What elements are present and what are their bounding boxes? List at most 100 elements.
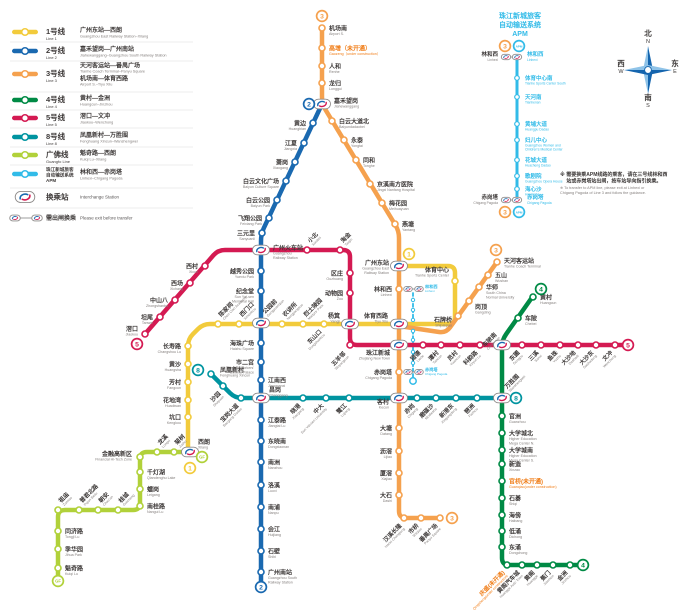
station-dot: [514, 314, 522, 322]
station-name-zh: 西朗: [198, 438, 210, 446]
station-dot: [436, 514, 444, 522]
station-name-en: Feixiang Park: [240, 222, 262, 226]
station-name-zh: 动物园: [325, 290, 343, 298]
station-dot: [498, 543, 506, 551]
legend-station-dot: [20, 46, 30, 56]
legend-desc-en: Tianhe Coach Terminal–Panyu Square: [80, 70, 145, 74]
station-name-en: Jiangnanxi: [268, 384, 285, 388]
legend-line-name-zh: 8号线: [46, 131, 66, 141]
legend-line-name-en: Guangfo Line: [46, 159, 71, 164]
station-dot: [574, 341, 582, 349]
station-name-en: Haibang: [509, 519, 522, 523]
station-name-en: Dongxiaonan: [268, 445, 289, 449]
station-name-en: Shibi: [268, 555, 276, 559]
apm-dot: [410, 297, 416, 303]
interchange-icon: [403, 369, 413, 375]
note-en: Chigang Pagoda of Line 3 and follow the …: [560, 191, 646, 195]
note-zh: ※ 需要换乘APM线路的乘客，请在三号线林和西: [560, 171, 667, 178]
station-name-en: Xinzao: [509, 468, 520, 472]
station-dot: [566, 561, 574, 569]
terminus-badge-2: 2: [254, 580, 268, 594]
apm-inset-title: 自动输送系统: [499, 20, 541, 29]
station-name-zh: 永泰: [350, 137, 364, 145]
station-name-en: Yantang: [402, 228, 415, 232]
station-dot: [345, 394, 353, 402]
station-name-zh: 天河客运站: [504, 257, 534, 265]
compass-letter: E: [673, 69, 677, 75]
station-dot: [549, 561, 557, 569]
station-dot: [54, 527, 62, 535]
station-dot: [395, 424, 403, 432]
legend-line-name-en: Line 5: [46, 122, 58, 127]
station-name-en: Sanyuanli: [239, 237, 255, 241]
badge-text: APM: [516, 210, 523, 214]
station-name-zh: 高增（未开通）: [329, 45, 371, 53]
station-dot: [265, 214, 273, 222]
station-name-en: Dongchong: [509, 551, 527, 555]
station-name-zh: 越秀公园: [229, 268, 254, 276]
station-name-en: Jiahewanggang: [334, 105, 359, 109]
station-name-en: Longgui: [329, 87, 342, 91]
station-name-zh: 坦尾: [141, 314, 153, 322]
legend-line-name-zh: 4号线: [46, 94, 66, 104]
station-name-zh: 人和: [329, 63, 341, 71]
station-name-en: Liede: [416, 354, 425, 363]
terminus-badge-5: 5: [621, 338, 635, 352]
station-name-zh: 同和: [363, 157, 375, 165]
station-name-en: Higher Education: [509, 437, 537, 441]
station-name-zh: 黄村: [540, 294, 552, 302]
station-name-zh: 京溪南方医院: [377, 181, 413, 189]
station-dot: [475, 283, 483, 291]
station-name-en: Yongtai: [351, 144, 363, 148]
station-dot: [309, 119, 317, 127]
station-dot: [395, 469, 403, 477]
terminus-badge-4: 4: [534, 282, 548, 296]
station-name-en: Shiqi: [509, 502, 517, 506]
badge-text: 5: [135, 341, 139, 348]
legend-line-name-zh: 广佛线: [46, 149, 69, 159]
interchange-icon: [9, 214, 21, 222]
station-name-en: Guangzhou Opera House: [525, 180, 563, 184]
station-dot: [303, 246, 311, 254]
station-dot: [153, 448, 161, 456]
station-name-zh: 大石: [380, 492, 392, 500]
station-dot: [278, 320, 286, 328]
station-name-en: Yangji: [330, 320, 340, 324]
station-name-en: Yuzhu: [552, 354, 562, 364]
legend-station-dot: [20, 69, 30, 79]
legend-desc-en: Jiaokou–Wenchong: [80, 121, 113, 125]
station-name-en: Zhujiang New Town: [359, 357, 390, 361]
apm-terminal-circle: [409, 377, 417, 385]
station-guanqiao-under-construction: 官桥(未开通)Guanqiao(under construction): [498, 477, 557, 489]
station-name-en: Cultural Palace: [230, 370, 254, 374]
station-name-zh: 林和西: [481, 50, 498, 58]
station-name-en: Fangcun: [167, 386, 181, 390]
terminus-badge-8: 8: [509, 391, 523, 405]
station-dot: [318, 62, 326, 70]
interchange-icon: [181, 446, 199, 458]
station-name-zh: 珠江新城: [366, 349, 390, 357]
apm-transfer-note: ※ 需要换乘APM线路的乘客，请在三号线林和西 站或赤岗塔站出闸，按车站导向指引…: [560, 171, 667, 195]
station-name-zh: 石牌桥: [433, 316, 453, 324]
station-name-en: Guangzhou South: [268, 576, 297, 580]
station-dot: [473, 394, 481, 402]
station-name-zh: 东涌: [509, 544, 521, 552]
terminus-badge-gf: GF: [51, 574, 65, 588]
station-dot: [400, 514, 408, 522]
